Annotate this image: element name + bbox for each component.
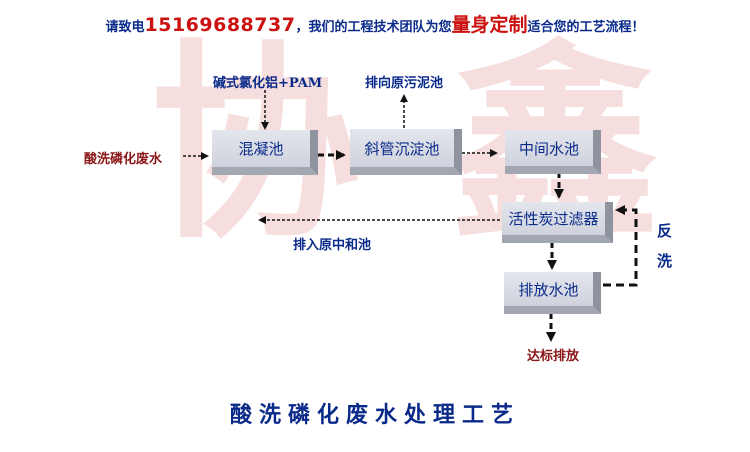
label-sludge: 排向原污泥池 [365, 76, 444, 91]
header-prefix: 请致电 [105, 20, 145, 35]
node-inclined-tube-label: 斜管沉淀池 [364, 139, 440, 158]
node-intermediate-label: 中间水池 [518, 139, 579, 158]
header-emphasis: 量身定制 [451, 14, 528, 36]
label-chemicals: 碱式氯化铝+PAM [213, 76, 323, 91]
node-carbon-filter-label: 活性炭过滤器 [508, 210, 599, 228]
header-suffix: 适合您的工艺流程！ [527, 20, 645, 35]
node-coagulation: 混凝池 [212, 130, 318, 175]
node-carbon-filter: 活性炭过滤器 [502, 202, 613, 243]
label-backwash-2: 洗 [657, 252, 673, 270]
node-discharge-pool-label: 排放水池 [518, 280, 579, 299]
label-input: 酸洗磷化废水 [84, 152, 163, 167]
node-coagulation-label: 混凝池 [238, 140, 284, 158]
label-neutral: 排入原中和池 [293, 238, 372, 253]
node-intermediate: 中间水池 [505, 130, 601, 174]
label-backwash-1: 反 [657, 222, 673, 240]
header-phone[interactable]: 15169688737 [144, 14, 296, 36]
header-banner: 请致电15169688737，我们的工程技术团队为您量身定制适合您的工艺流程！ [0, 10, 750, 37]
page-title: 酸洗磷化废水处理工艺 [229, 403, 520, 428]
node-discharge-pool: 排放水池 [504, 272, 601, 314]
header-middle: ，我们的工程技术团队为您 [295, 20, 452, 35]
label-output: 达标排放 [527, 349, 580, 364]
arrow-backwash [603, 205, 638, 287]
node-inclined-tube: 斜管沉淀池 [350, 129, 462, 175]
